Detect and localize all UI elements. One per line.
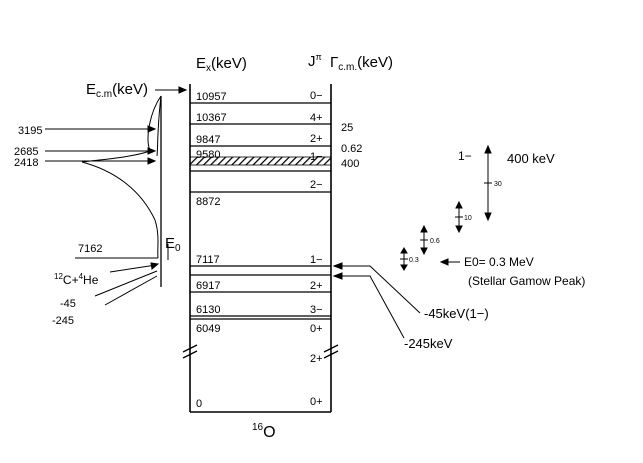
threshold-energy: 7162 — [78, 243, 102, 255]
e0-label: E0 — [165, 235, 181, 254]
subthreshold-label-2: -245keV — [404, 336, 453, 351]
level-jpi: 1− — [310, 151, 323, 163]
level-energy: 8872 — [196, 196, 220, 208]
level-energy: 10367 — [196, 112, 227, 124]
level-jpi: 3− — [310, 304, 323, 316]
gamow-peak-label: (Stellar Gamow Peak) — [468, 274, 585, 288]
level-jpi: 1− — [310, 254, 323, 266]
level-width: 400 — [341, 158, 359, 170]
svg-text:Ex(keV): Ex(keV) — [196, 55, 247, 74]
ecm-header: Ec.m(keV) — [86, 81, 148, 100]
svg-text:Γc.m.(keV): Γc.m.(keV) — [330, 54, 393, 73]
broad-resonance-hatch — [189, 156, 332, 166]
subthreshold-pointers — [332, 262, 421, 339]
jpi-header: Jπ — [308, 52, 322, 70]
ecm-value: -245 — [52, 315, 74, 327]
level-energy: 7117 — [196, 254, 220, 266]
level-width: 25 — [341, 122, 353, 134]
svg-text:Jπ: Jπ — [308, 52, 322, 70]
level-energy: 0 — [196, 398, 202, 410]
level-jpi: 0+ — [310, 396, 323, 408]
arrow-10-label: 10 — [464, 215, 472, 222]
level-energy: 9580 — [196, 149, 220, 161]
level-energy: 6049 — [196, 323, 220, 335]
ecm-value: 3195 — [18, 125, 42, 137]
res-width-label: 400 keV — [507, 151, 555, 166]
ecm-value: 2685 — [14, 146, 38, 158]
level-energy: 10957 — [196, 91, 227, 103]
axis-break-marks — [182, 344, 339, 359]
res-jpi-label: 1− — [458, 149, 472, 163]
level-lines — [190, 102, 331, 320]
level-width: 0.62 — [341, 143, 362, 155]
arrow-03-label: 0.3 — [409, 257, 419, 264]
svg-text:Ec.m(keV): Ec.m(keV) — [86, 81, 148, 100]
level-jpi: 2+ — [310, 133, 323, 145]
level-energy: 6917 — [196, 280, 220, 292]
gamma-header: Γc.m.(keV) — [330, 54, 393, 73]
level-jpi: 0+ — [310, 323, 323, 335]
subthreshold-label-1: -45keV(1−) — [424, 306, 489, 321]
level-jpi: 2− — [310, 179, 323, 191]
threshold-channel-label: 12C+4He — [54, 272, 99, 287]
width-scale-arrows — [400, 144, 492, 271]
resonance-curves — [81, 95, 162, 259]
subthreshold-arrows — [94, 262, 160, 306]
ex-header: Ex(keV) — [196, 55, 247, 74]
arrow-30-label: 30 — [494, 181, 502, 188]
gamow-e0-label: E0= 0.3 MeV — [464, 255, 534, 269]
level-jpi: 0− — [310, 90, 323, 102]
arrow-06-label: 0.6 — [430, 238, 440, 245]
level-energy: 9847 — [196, 134, 220, 146]
gamow-pointer — [439, 258, 460, 266]
ecm-value: 2418 — [14, 157, 38, 169]
ecm-arrows — [45, 86, 188, 259]
nucleus-label: 16O — [252, 422, 276, 441]
level-energy: 6130 — [196, 304, 220, 316]
level-jpi: 4+ — [310, 112, 323, 124]
ecm-value: -45 — [60, 298, 76, 310]
level-jpi: 2+ — [310, 280, 323, 292]
level-jpi: 2+ — [310, 353, 323, 365]
